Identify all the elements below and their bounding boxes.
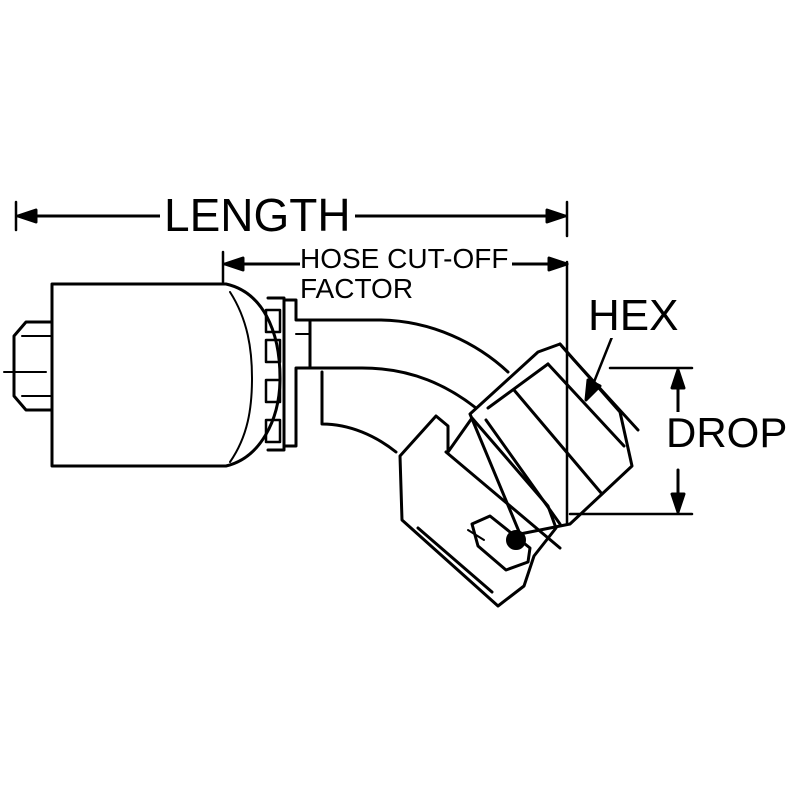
hex-label: HEX	[588, 291, 679, 340]
collar	[282, 298, 312, 448]
hex-leader	[584, 330, 616, 402]
hex-body	[468, 342, 640, 536]
swivel-nut	[398, 414, 562, 608]
length-label: LENGTH	[160, 192, 355, 238]
cutoff-label-line2: FACTOR	[300, 274, 418, 304]
hose-stub	[3, 320, 54, 412]
oring-detail	[467, 514, 532, 572]
bent-tube	[308, 318, 510, 454]
drop-dimension	[568, 366, 694, 516]
ferrule	[50, 282, 286, 468]
drop-label: DROP	[664, 409, 790, 456]
cutoff-label-line1: HOSE CUT-OFF	[300, 244, 513, 274]
cutoff-factor-label: HOSE CUT-OFF FACTOR	[300, 244, 513, 304]
